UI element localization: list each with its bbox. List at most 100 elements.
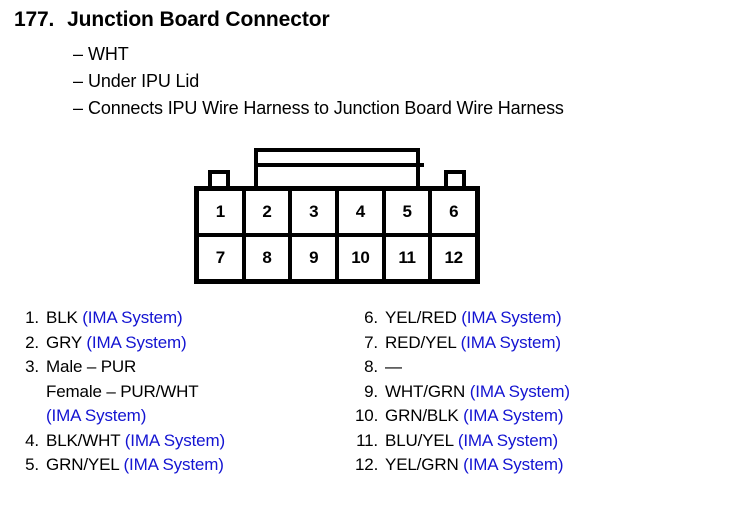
legend-item-value: RED/YEL (IMA System) [385,331,725,356]
wire-color-text: GRN/BLK [385,406,464,425]
legend-item: 6. YEL/RED (IMA System) [355,306,725,331]
legend-item-number: 6. [364,308,378,327]
bullet-text: Under IPU Lid [88,71,200,91]
legend-item-number: 3. [25,357,39,376]
list-item: –Under IPU Lid [73,68,564,95]
legend-item-line: BLK (IMA System) [46,306,356,331]
latch-inner-line [258,163,424,167]
legend-item-line: YEL/GRN (IMA System) [385,453,725,478]
page-title: 177. Junction Board Connector [14,8,330,32]
legend-item: 2. GRY (IMA System) [16,331,356,356]
legend-item-number: 5. [25,455,39,474]
wire-color-text: — [385,357,402,376]
pin-cell-12: 12 [444,248,464,267]
legend-item-value: WHT/GRN (IMA System) [385,380,725,405]
wire-color-text: Male – PUR [46,357,137,376]
legend-item-value: Male – PUR Female – PUR/WHT (IMA System) [46,355,356,429]
legend-item-line: GRY (IMA System) [46,331,356,356]
pin-cell-3: 3 [292,191,340,233]
pin-cell-8: 8 [246,237,293,279]
connector-diagram: 1 2 3 4 5 6 7 8 9 10 11 12 [194,148,480,284]
legend-item-line: Female – PUR/WHT [46,380,356,405]
wire-color-text: BLK [46,308,83,327]
wire-color-text: GRN/YEL [46,455,124,474]
legend-item-value: BLK/WHT (IMA System) [46,429,356,454]
legend-item-number: 10. [355,406,379,425]
pin-cell-9: 9 [292,237,340,279]
pin-legend-column-right: 6.YEL/RED (IMA System)7.RED/YEL (IMA Sys… [355,306,725,478]
legend-item-line: WHT/GRN (IMA System) [385,380,725,405]
legend-item-line: GRN/BLK (IMA System) [385,404,725,429]
system-annotation: (IMA System) [86,332,187,352]
list-item: –WHT [73,41,564,68]
pin-cell-5: 5 [386,191,433,233]
legend-item: 4. BLK/WHT (IMA System) [16,429,356,454]
system-annotation: (IMA System) [457,430,559,450]
pin-row-top: 1 2 3 4 5 6 [199,191,475,237]
pin-cell-2: 2 [246,191,293,233]
legend-item-line: — [385,355,725,380]
legend-item-value: — [385,355,725,380]
legend-item-value: GRY (IMA System) [46,331,356,356]
pin-cell-6: 6 [449,202,459,221]
section-number: 177. [14,8,55,31]
connector-latch-block [254,148,424,188]
connector-tab-left [208,170,230,188]
legend-item-line: GRN/YEL (IMA System) [46,453,356,478]
system-annotation: (IMA System) [469,381,570,401]
dash-icon: – [73,98,83,118]
pin-cell-7: 7 [199,237,246,279]
description-bullet-list: –WHT –Under IPU Lid –Connects IPU Wire H… [73,41,564,122]
pin-cell-1: 1 [199,191,246,233]
legend-item-number: 2. [25,332,39,352]
legend-item-number: 9. [364,381,378,401]
legend-item-number: 4. [25,430,39,450]
wire-color-text: GRY [46,332,87,352]
system-annotation: (IMA System) [463,406,564,425]
legend-item: 8.— [355,355,725,380]
bullet-text: WHT [88,44,129,64]
pin-cell-11: 11 [386,237,433,279]
legend-item-value: YEL/GRN (IMA System) [385,453,725,478]
legend-item-line: BLK/WHT (IMA System) [46,429,356,454]
system-annotation: (IMA System) [123,455,224,474]
list-item: –Connects IPU Wire Harness to Junction B… [73,95,564,122]
connector-tab-right [444,170,466,188]
legend-item-value: YEL/RED (IMA System) [385,306,725,331]
legend-item-line: RED/YEL (IMA System) [385,331,725,356]
legend-item-value: GRN/YEL (IMA System) [46,453,356,478]
legend-item-value: BLU/YEL (IMA System) [385,429,725,454]
legend-item: 7.RED/YEL (IMA System) [355,331,725,356]
pin-row-bottom: 7 8 9 10 11 12 [199,237,475,279]
legend-item: 10. GRN/BLK (IMA System) [355,404,725,429]
pin-grid: 1 2 3 4 5 6 7 8 9 10 11 12 [199,191,475,279]
legend-item: 5. GRN/YEL (IMA System) [16,453,356,478]
legend-item: 9. WHT/GRN (IMA System) [355,380,725,405]
legend-item-line: YEL/RED (IMA System) [385,306,725,331]
dash-icon: – [73,71,83,91]
wire-color-text: WHT/GRN [385,381,470,401]
connector-body: 1 2 3 4 5 6 7 8 9 10 11 12 [194,186,480,284]
legend-item-line: (IMA System) [46,404,356,429]
legend-item-line: Male – PUR [46,355,356,380]
legend-item-value: BLK (IMA System) [46,306,356,331]
wire-color-text: YEL/GRN [385,455,464,474]
section-title: Junction Board Connector [67,8,330,31]
wire-color-text: BLK/WHT [46,430,125,450]
legend-item-number: 11. [356,430,378,450]
wire-color-text: YEL/RED [385,308,462,327]
system-annotation: (IMA System) [82,308,183,327]
pin-cell-10: 10 [339,237,386,279]
legend-item: 1.BLK (IMA System) [16,306,356,331]
pin-legend-column-left: 1.BLK (IMA System)2. GRY (IMA System) 3. Ma… [16,306,356,478]
system-annotation: (IMA System) [124,430,225,450]
pin-cell-4: 4 [339,191,386,233]
dash-icon: – [73,44,83,64]
legend-item-number: 12. [355,455,379,474]
wire-color-text: Female – PUR/WHT [46,381,199,401]
legend-item: 11. BLU/YEL (IMA System) [355,429,725,454]
wire-color-text: BLU/YEL [385,430,458,450]
system-annotation: (IMA System) [46,406,147,425]
legend-item-line: BLU/YEL (IMA System) [385,429,725,454]
system-annotation: (IMA System) [460,332,561,352]
